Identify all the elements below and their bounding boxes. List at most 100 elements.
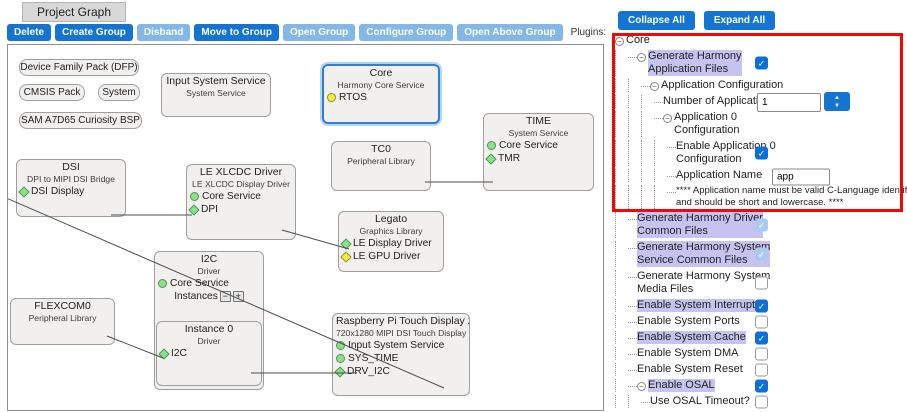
green-circle-port-icon[interactable] [487,141,496,150]
collapse-icon[interactable]: − [637,382,646,391]
tree-item-application-name-must-be-valid-c-language-identifier: **** Application name must be valid C-La… [607,185,907,209]
open-group-button[interactable]: Open Group [282,24,356,41]
tree-label[interactable]: Enable System Cache [637,331,746,344]
port-label: RTOS [339,92,367,103]
tree-label[interactable]: Enable System Reset [637,363,743,376]
collapse-all-button[interactable]: Collapse All [618,11,695,30]
tree-label[interactable]: Application Configuration [661,79,783,92]
green-diamond-port-icon[interactable] [158,347,170,360]
node-cmsis-pack[interactable]: CMSIS Pack [19,84,85,101]
tab-project-graph[interactable]: Project Graph [22,2,127,22]
tree-label[interactable]: **** Application name must be valid C-La… [676,185,907,209]
checkbox-generate-harmony-driver-common-files[interactable]: ✓ [755,218,768,232]
port-row-drv-i2c: DRV_I2C [334,365,466,378]
yellow-diamond-port-icon[interactable] [340,250,352,263]
green-diamond-port-icon[interactable] [485,152,497,165]
application-name-input[interactable] [772,168,830,185]
open-above-group-button[interactable]: Open Above Group [457,24,563,41]
tree-label[interactable]: Use OSAL Timeout? [650,395,750,408]
tree-label[interactable]: Application Name [676,169,762,182]
collapse-icon[interactable]: − [615,37,624,46]
move-to-group-button[interactable]: Move to Group [194,24,279,41]
tree-dash [628,354,637,355]
tree-item-enable-osal: −Enable OSAL ✓ [607,379,907,392]
node-instance-0[interactable]: Instance 0DriverI2CDRV_I2C [156,321,262,386]
checkbox-enable-system-ports[interactable] [755,315,768,328]
green-circle-port-icon[interactable] [336,341,345,350]
node-sam-a7d65-curiosity-bsp[interactable]: SAM A7D65 Curiosity BSP [19,112,142,129]
tree-label-line: Enable System Reset [637,363,743,375]
checkbox-generate-harmony-system-service-common-files[interactable]: ✓ [755,247,768,261]
remove-instance-button[interactable]: − [219,291,231,302]
collapse-icon[interactable]: − [637,53,646,62]
collapse-icon[interactable]: − [650,82,659,91]
tree-guide [628,169,641,182]
checkbox-enable-osal[interactable]: ✓ [755,379,768,392]
yellow-circle-port-icon[interactable] [327,93,336,102]
green-circle-port-icon[interactable] [158,279,167,288]
port-row-i2c: I2C [158,347,258,360]
tree-guide [615,331,628,344]
tree-label[interactable]: Number of Applications [663,95,776,108]
port-row-core-service: Core Service [158,277,260,290]
add-instance-button[interactable]: + [232,291,244,302]
tree-dash [641,402,650,403]
node-title: Instance 0 [184,323,234,335]
green-diamond-port-icon[interactable] [340,237,352,250]
tree-guide [615,363,628,376]
number-of-applications-input[interactable] [757,92,821,112]
tree-label-line: Enable System Cache [637,331,746,344]
create-group-button[interactable]: Create Group [55,24,133,41]
checkbox-enable-system-cache[interactable]: ✓ [755,331,768,344]
green-circle-port-icon[interactable] [336,354,345,363]
tree-label[interactable]: Enable System Ports [637,315,740,328]
node-device-family-pack[interactable]: Device Family Pack (DFP) [19,59,139,76]
tree-label[interactable]: Core [626,34,650,47]
tree-guide [628,95,641,108]
checkbox-enable-system-reset[interactable] [755,363,768,376]
checkbox-enable-system-interrupt[interactable]: ✓ [755,299,768,312]
tree-label[interactable]: Enable OSAL [648,379,715,392]
node-system[interactable]: System [98,84,140,101]
tree-dash [667,176,676,177]
checkbox-enable-system-dma[interactable] [755,347,768,360]
green-diamond-port-icon[interactable] [18,185,30,198]
checkbox-enable-application-0-configuration[interactable]: ✓ [755,146,768,160]
checkbox-use-osal-timeout[interactable] [755,395,768,408]
project-graph-canvas[interactable]: Device Family Pack (DFP) CMSIS Pack System… [7,44,604,411]
tree-guide [641,140,654,166]
collapse-icon[interactable]: − [663,114,672,123]
tree-label-line: Enable System DMA [637,347,739,359]
: ✓ [755,299,768,312]
tree-guide [628,79,641,92]
tree-guide [628,185,641,209]
expand-all-button[interactable]: Expand All [703,11,776,30]
tree-label[interactable]: Enable System Interrupt [637,299,756,312]
port-row-core-service: Core Service [190,190,292,203]
checkbox-generate-harmony-application-files[interactable]: ✓ [755,56,768,70]
green-diamond-port-icon[interactable] [188,203,200,216]
checkbox-generate-harmony-system-media-files[interactable] [755,276,768,290]
tree-label[interactable]: Enable System DMA [637,347,738,360]
configure-group-button[interactable]: Configure Group [359,24,454,41]
green-circle-port-icon[interactable] [190,192,199,201]
spinner-buttons[interactable]: ▲▼ [824,91,850,111]
green-diamond-port-icon[interactable] [334,365,346,378]
disband-button[interactable]: Disband [136,24,191,41]
delete-button[interactable]: Delete [7,24,52,41]
